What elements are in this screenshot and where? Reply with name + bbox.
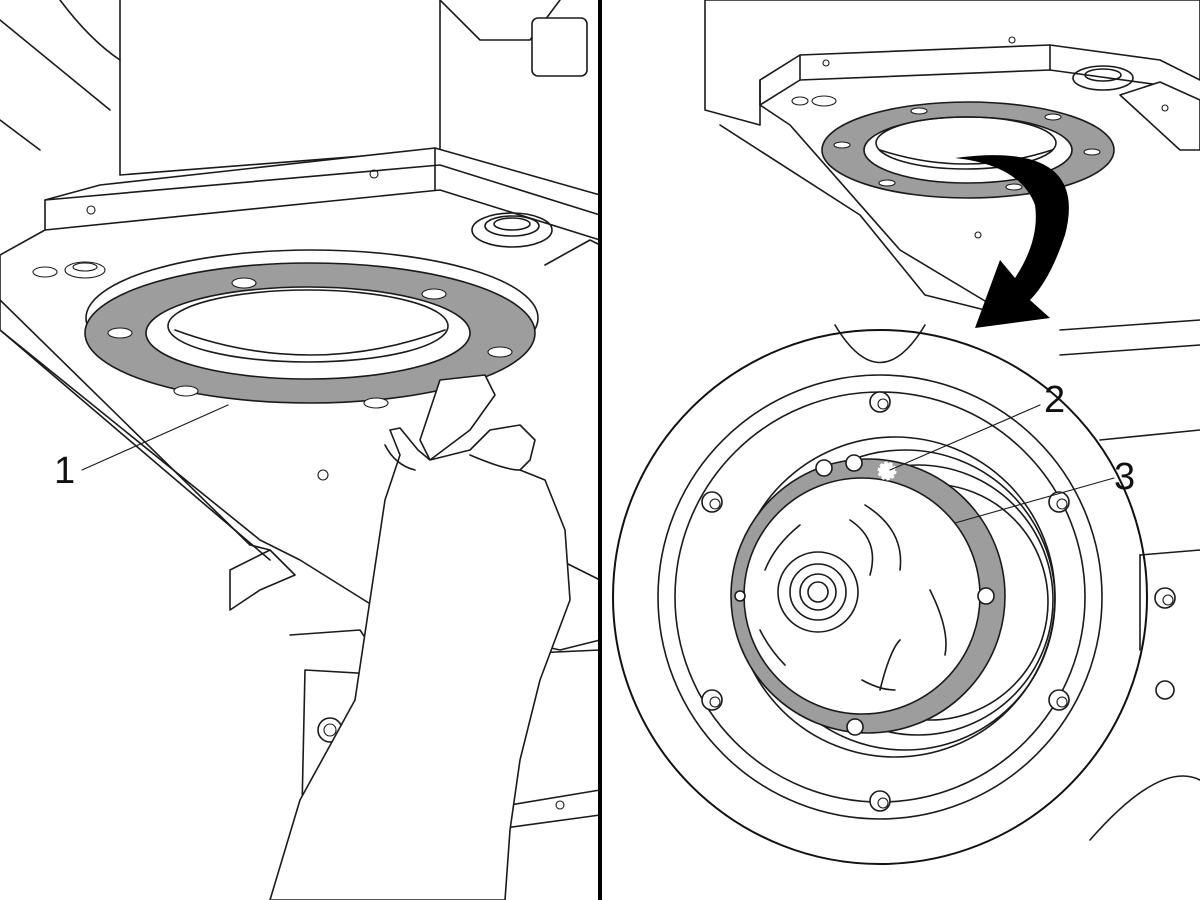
gasket-ring-detail (730, 454, 1006, 736)
callout-2: 2 (889, 379, 1065, 471)
callout-1-label: 1 (54, 450, 75, 492)
detail-view-circle (612, 324, 1200, 865)
right-panel: 2 3 (612, 0, 1200, 865)
callout-1: 1 (54, 404, 229, 492)
right-housing (704, 0, 1200, 441)
gasket-ring-right-top (821, 101, 1115, 199)
impeller (759, 504, 947, 691)
callout-3: 3 (954, 456, 1135, 524)
motor-housing (0, 0, 588, 176)
seal-marker (877, 461, 897, 481)
hand-with-cloth (269, 374, 571, 900)
gasket-ring-left (84, 249, 539, 409)
callout-3-label: 3 (1114, 456, 1135, 498)
left-panel: 1 (0, 0, 601, 900)
outer-bolts (701, 391, 1070, 812)
curved-arrow (955, 155, 1069, 328)
callout-2-label: 2 (1044, 379, 1065, 421)
